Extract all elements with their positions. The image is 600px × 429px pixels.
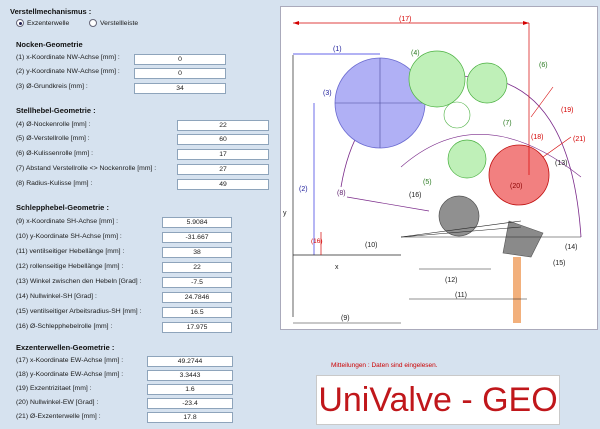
exzenter-input-21[interactable]: 17.8 — [147, 412, 233, 423]
stellhebel-title: Stellhebel-Geometrie : — [16, 106, 96, 115]
schlepp-arm-a — [400, 220, 522, 238]
schlepp-label-9: (9) x-Koordinate SH-Achse [mm] : — [16, 218, 118, 225]
verstell-title: Verstellmechanismus : — [10, 7, 92, 16]
nocken-input-1[interactable]: 0 — [134, 54, 226, 65]
schlepp-input-10[interactable]: -31.667 — [162, 232, 232, 243]
status-message: Mitteilungen : Daten sind eingelesen. — [331, 362, 438, 369]
schlepp-label-15: (15) ventilseitiger Arbeitsradius-SH [mm… — [16, 308, 142, 315]
label-16b: (16) — [311, 238, 323, 245]
schlepp-input-14[interactable]: 24.7846 — [162, 292, 232, 303]
dim-arrow-17b — [523, 21, 529, 25]
schlepp-label-14: (14) Nullwinkel-SH [Grad] : — [16, 293, 97, 300]
label-21: (21) — [573, 136, 585, 143]
radio-exzenterwelle-label: Exzenterwelle — [27, 19, 70, 27]
exzenter-label-19: (19) Exzentrizitaet [mm] : — [16, 385, 92, 392]
exzenter-input-20[interactable]: -23.4 — [147, 398, 233, 409]
label-2: (2) — [299, 186, 308, 193]
kulisse-arc-inner — [400, 134, 582, 178]
stellhebel-label-6: (6) Ø-Kulissenrolle [mm] : — [16, 150, 94, 157]
stellhebel-input-8[interactable]: 49 — [177, 179, 269, 190]
axis-y-label: y — [283, 210, 287, 217]
exzenter-label-21: (21) Ø-Exzenterwelle [mm] : — [16, 413, 101, 420]
exzenter-input-19[interactable]: 1.6 — [147, 384, 233, 395]
schlepp-input-12[interactable]: 22 — [162, 262, 232, 273]
label-14: (14) — [565, 244, 577, 251]
dim-line-19 — [530, 86, 554, 118]
label-19: (19) — [561, 107, 573, 114]
label-20: (20) — [510, 183, 522, 190]
label-9: (9) — [341, 315, 350, 322]
label-6: (6) — [539, 62, 548, 69]
schlepp-input-9[interactable]: 5.9084 — [162, 217, 232, 228]
stellhebel-label-8: (8) Radius-Kulisse [mm] : — [16, 180, 93, 187]
label-5: (5) — [423, 179, 432, 186]
label-15: (15) — [553, 260, 565, 267]
nocken-label-1: (1) x-Koordinate NW-Achse [mm] : — [16, 54, 120, 61]
schlepp-input-11[interactable]: 38 — [162, 247, 232, 258]
schlepp-label-11: (11) ventilseitiger Hebellänge [mm] : — [16, 248, 125, 255]
schlepp-label-10: (10) y-Koordinate SH-Achse [mm] : — [16, 233, 122, 240]
exzenter-circle — [488, 144, 550, 206]
app-logo: UniValve - GEO — [316, 375, 560, 425]
exzenter-input-17[interactable]: 49.2744 — [147, 356, 233, 367]
schlepp-arm-b — [400, 226, 522, 238]
stellhebel-label-7: (7) Abstand Verstellrolle <> Nockenrolle… — [16, 165, 157, 172]
stellhebel-roll-5 — [447, 139, 487, 179]
geometry-diagram: (17) (1) (3) (2) (4) (6) (7) (5) — [280, 6, 598, 330]
stellhebel-label-5: (5) Ø-Verstellrolle [mm] : — [16, 135, 90, 142]
schlepp-label-16: (16) Ø-Schlepphebelrolle [mm] : — [16, 323, 113, 330]
nocken-input-3[interactable]: 34 — [134, 83, 226, 94]
radio-verstellleiste-label: Verstellleiste — [100, 19, 139, 27]
stellhebel-input-6[interactable]: 17 — [177, 149, 269, 160]
exzenter-input-18[interactable]: 3.3443 — [147, 370, 233, 381]
label-1: (1) — [333, 46, 342, 53]
schlepp-label-12: (12) rollenseitige Hebellänge [mm] : — [16, 263, 124, 270]
schlepp-roll — [438, 195, 480, 237]
dim-arrow-17a — [293, 21, 299, 25]
label-8: (8) — [337, 190, 346, 197]
label-12: (12) — [445, 277, 457, 284]
valve-stem — [513, 257, 521, 323]
stellhebel-input-4[interactable]: 22 — [177, 120, 269, 131]
stellhebel-roll-4 — [408, 50, 466, 108]
schlepp-input-13[interactable]: -7.5 — [162, 277, 232, 288]
schlepp-input-15[interactable]: 16.5 — [162, 307, 232, 318]
schlepp-label-13: (13) Winkel zwischen den Hebeln [Grad] : — [16, 278, 142, 285]
label-16: (16) — [409, 192, 421, 199]
stellhebel-input-7[interactable]: 27 — [177, 164, 269, 175]
radio-exzenterwelle[interactable]: Exzenterwelle — [16, 19, 69, 27]
schlepp-lever-pad — [502, 220, 544, 258]
stellhebel-input-5[interactable]: 60 — [177, 134, 269, 145]
nocken-label-3: (3) Ø-Grundkreis [mm] : — [16, 83, 88, 90]
schlepp-title: Schlepphebel-Geometrie : — [16, 203, 109, 212]
exzenter-label-17: (17) x-Koordinate EW-Achse [mm] : — [16, 357, 124, 364]
stellhebel-label-4: (4) Ø-Nockenrolle [mm] : — [16, 121, 91, 128]
dim-line-8 — [346, 196, 430, 212]
dim-line-21 — [542, 136, 572, 158]
stellhebel-link — [443, 101, 471, 129]
label-4: (4) — [411, 50, 420, 57]
geometry-diagram-svg: (17) (1) (3) (2) (4) (6) (7) (5) — [283, 16, 585, 324]
nocken-input-2[interactable]: 0 — [134, 68, 226, 79]
label-11: (11) — [455, 292, 467, 299]
exzenter-label-18: (18) y-Koordinate EW-Achse [mm] : — [16, 371, 124, 378]
stellhebel-roll-6 — [466, 62, 508, 104]
schlepp-input-16[interactable]: 17.975 — [162, 322, 232, 333]
label-13: (13) — [555, 160, 567, 167]
radio-verstellleiste[interactable]: Verstellleiste — [89, 19, 138, 27]
exzenter-title: Exzenterwellen-Geometrie : — [16, 343, 115, 352]
nocken-label-2: (2) y-Koordinate NW-Achse [mm] : — [16, 68, 120, 75]
label-7: (7) — [503, 120, 512, 127]
nocken-title: Nocken-Geometrie — [16, 40, 83, 49]
exzenter-label-20: (20) Nullwinkel-EW [Grad] : — [16, 399, 99, 406]
radio-verstellleiste-indicator[interactable] — [89, 19, 97, 27]
label-17: (17) — [399, 16, 411, 23]
radio-exzenterwelle-indicator[interactable] — [16, 19, 24, 27]
axis-x-label: x — [335, 264, 339, 271]
label-18: (18) — [531, 134, 543, 141]
label-10: (10) — [365, 242, 377, 249]
label-3: (3) — [323, 90, 332, 97]
